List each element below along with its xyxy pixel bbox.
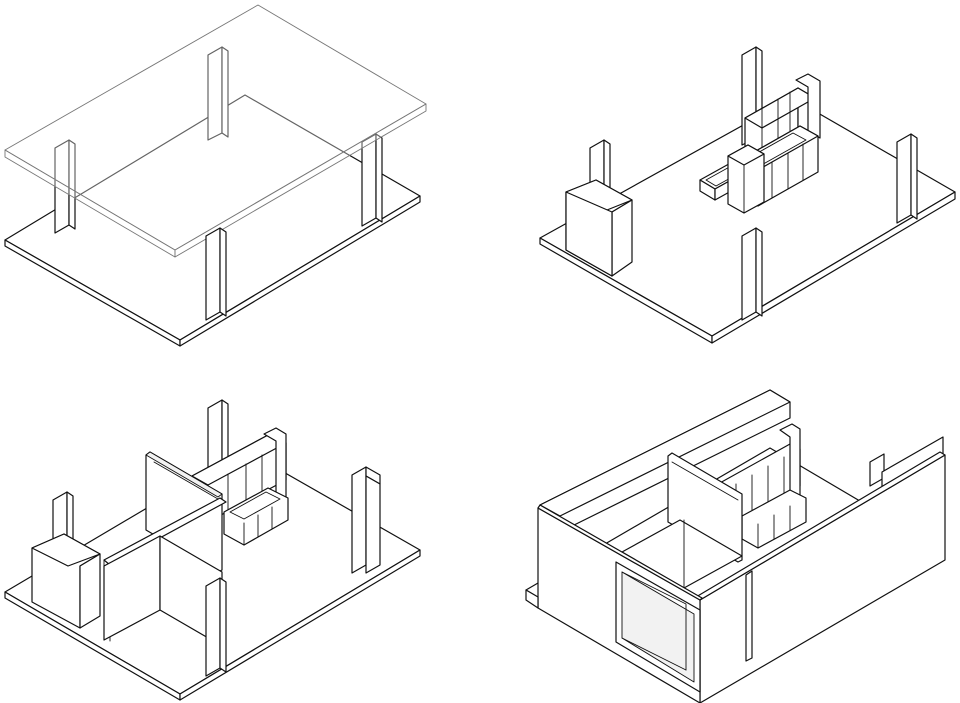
column-right [351,466,381,574]
column-front [205,227,227,321]
column-right [361,133,383,227]
panel-step-3 [4,399,421,701]
kitchen-counter [223,487,289,546]
wardrobe [565,179,633,277]
column-right [896,133,918,224]
panel-step-2 [539,46,956,344]
column-front [741,227,763,321]
panel-step-4 [525,389,946,703]
floor-slab [539,97,956,344]
wardrobe [31,533,101,629]
tall-cabinet [727,144,765,214]
roof-slab-translucent [4,4,427,258]
panel-step-1 [4,4,427,347]
window-slit [745,570,753,662]
column-front [205,577,227,677]
column-back [207,46,229,141]
column-left [54,139,76,234]
floor-slab [4,94,421,347]
wall-opening [615,561,701,693]
partition-wall-long [145,451,223,573]
partition-wall-long [667,452,743,563]
